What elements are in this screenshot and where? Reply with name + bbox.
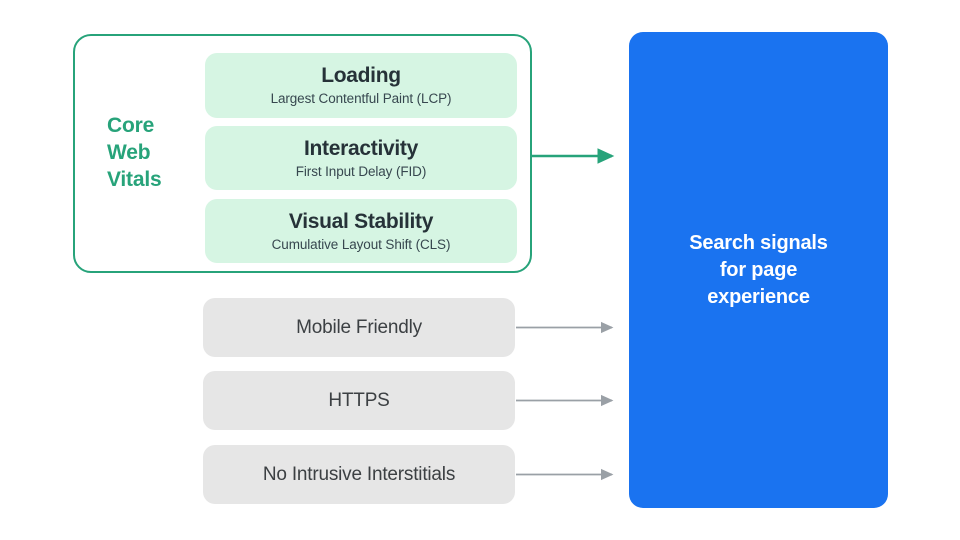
metric-title: Visual Stability	[288, 209, 434, 233]
metric-title: Loading	[321, 64, 401, 87]
search-signals-text: Search signals for page experience	[689, 231, 828, 308]
metric-title: Interactivity	[304, 136, 418, 160]
metric-card-loading[interactable]: Loading Largest Contentful Paint (LCP)	[205, 53, 517, 118]
metric-subtitle: Cumulative Layout Shift (CLS)	[271, 236, 451, 252]
signal-label: Mobile Friendly	[296, 316, 422, 338]
metric-subtitle: First Input Delay (FID)	[295, 163, 427, 179]
signal-box-https[interactable]: HTTPS	[203, 371, 515, 430]
signal-label: HTTPS	[328, 389, 390, 411]
signal-box-no-intrusive-interstitials[interactable]: No Intrusive Interstitials	[203, 445, 515, 504]
metric-subtitle: Largest Contentful Paint (LCP)	[270, 91, 452, 106]
core-web-vitals-label: Core Web Vitals	[107, 114, 162, 191]
core-web-vitals-group: Core Web Vitals Loading Largest Contentf…	[73, 34, 532, 273]
signal-label: No Intrusive Interstitials	[262, 463, 456, 485]
metric-card-interactivity[interactable]: Interactivity First Input Delay (FID)	[205, 126, 517, 190]
search-signals-box[interactable]: Search signals for page experience	[629, 32, 888, 508]
metric-card-visual-stability[interactable]: Visual Stability Cumulative Layout Shift…	[205, 199, 517, 263]
signal-box-mobile-friendly[interactable]: Mobile Friendly	[203, 298, 515, 357]
